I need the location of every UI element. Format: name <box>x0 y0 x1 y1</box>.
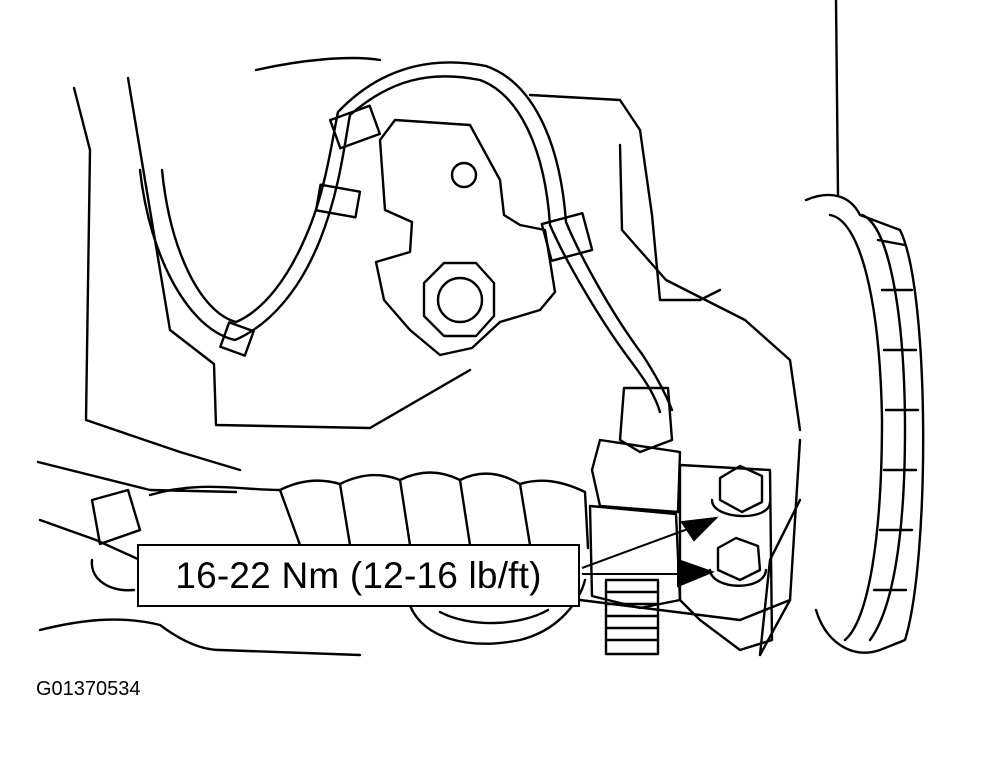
left-bushing <box>92 560 134 590</box>
brake-rotor-vents <box>874 240 918 590</box>
hose-clamp-upper <box>330 106 380 149</box>
knuckle-right-edge <box>530 95 720 300</box>
brake-rotor-face <box>862 215 905 640</box>
hose-clamp-middle <box>316 185 360 218</box>
caliper-bolt-upper <box>720 466 762 512</box>
hose-fitting-nut <box>592 440 680 512</box>
caliper-bolt-upper-head <box>712 500 770 516</box>
bracket-nut <box>424 263 494 336</box>
torque-callout-box: 16-22 Nm (12-16 lb/ft) <box>137 544 580 607</box>
steering-boot <box>150 473 588 549</box>
steering-boot-folds <box>280 480 530 545</box>
brake-rotor-outer <box>806 195 923 653</box>
vertical-line-right <box>836 0 838 195</box>
caliper-body <box>680 465 772 650</box>
caliper-bolt-lower <box>718 538 760 580</box>
arrowhead-lower <box>678 560 712 586</box>
hose-clamp-lower <box>220 322 253 355</box>
tie-rod-upper-line <box>38 462 236 492</box>
caliper-bolt-lower-head <box>710 570 766 586</box>
hose-clamp-right <box>542 213 592 261</box>
hose-banjo <box>590 506 680 608</box>
knuckle-right-lower <box>620 145 800 430</box>
brake-hose-inner <box>162 62 672 410</box>
mounting-bracket <box>376 120 555 355</box>
strut-housing-inner-left <box>128 78 470 428</box>
leader-line-upper <box>582 526 696 568</box>
tie-rod-lower-line <box>40 520 140 560</box>
figure-id: G01370534 <box>36 678 141 700</box>
torque-callout-label: 16-22 Nm (12-16 lb/ft) <box>175 554 542 596</box>
bracket-nut-bore <box>438 278 482 322</box>
tie-rod-end <box>92 490 140 544</box>
dust-shield-edge <box>760 440 800 655</box>
strut-housing-outline <box>74 88 240 470</box>
hose-fitting <box>620 388 672 452</box>
stud-threads <box>606 592 658 640</box>
brace-line <box>580 600 790 620</box>
lower-mount-inner <box>440 610 548 623</box>
bracket-hole <box>452 163 476 187</box>
lower-control-arm <box>40 620 360 655</box>
strut-housing-top-edge <box>256 58 380 70</box>
arrowhead-upper <box>682 518 716 540</box>
brake-rotor-inner <box>830 215 882 640</box>
brake-hose-outer <box>140 76 660 412</box>
